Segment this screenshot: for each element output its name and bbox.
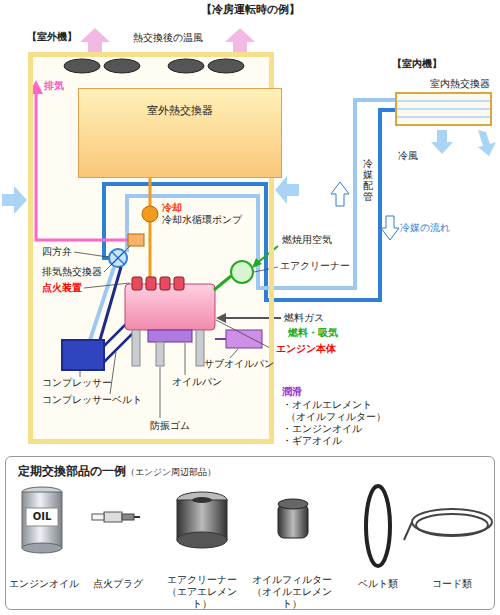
exhaust-heat-exchanger: [128, 234, 144, 246]
fuel-gas-head: [216, 313, 226, 323]
part-label: コンプレッサー: [42, 377, 112, 388]
refrigerant-pipe-light: [272, 100, 395, 288]
engine-body: [125, 284, 215, 330]
air-element-icon: [177, 492, 227, 548]
oil-pan: [148, 330, 192, 342]
part-label: 点火装置: [42, 282, 82, 294]
air-cleaner: [231, 261, 253, 283]
refrigerant-line: [104, 184, 274, 300]
part-label: ・オイルエレメント: [282, 399, 372, 410]
cooling-water-line: [149, 178, 152, 286]
flow-arrow-down: [381, 216, 399, 240]
compressor: [62, 340, 104, 370]
fans: [64, 59, 244, 73]
node-text: 室外熱交換器: [79, 89, 281, 118]
cord-icon: [404, 509, 492, 540]
outdoor-heat-exchanger: 室外熱交換器: [78, 88, 282, 178]
sub-oil-pan: [226, 330, 262, 348]
part-label: （オイルフィルター）: [286, 411, 386, 422]
node-text: 【室外機】: [27, 30, 77, 44]
part-label: ・ギアオイル: [282, 435, 342, 446]
part-label: エアクリーナー （エアエレメント）: [160, 574, 244, 610]
part-label: コンプレッサーベルト: [42, 394, 142, 405]
part-label: 防振ゴム: [150, 420, 190, 431]
part-label: 排気熱交換器: [42, 266, 102, 278]
part-label: コード類: [422, 578, 482, 590]
diagram-title: 【冷房運転時の例】: [201, 3, 300, 16]
oil-element-icon: [278, 499, 308, 538]
part-label: 冷媒配管: [363, 158, 373, 202]
part-label: 冷風: [398, 150, 418, 162]
belt-icon: [366, 486, 390, 566]
part-label: 冷却: [162, 202, 182, 214]
part-label: 冷却水循環ポンプ: [162, 214, 242, 225]
part-label: エンジン本体: [276, 343, 336, 355]
cold-air-arrows: [431, 130, 496, 156]
vibration-rubber: [132, 330, 204, 366]
part-label: オイルパン: [172, 376, 222, 387]
node-text: （エンジン周辺部品）: [126, 467, 216, 477]
part-label: 四方弁: [42, 246, 72, 258]
node-text: 定期交換部品の一例: [18, 464, 126, 478]
part-label: エアクリーナー: [280, 260, 350, 272]
warm-air-arrows: [80, 28, 255, 52]
part-label: エンジンオイル: [4, 578, 84, 590]
ignition-cylinders: [132, 277, 184, 290]
spark-plug-icon: [92, 512, 140, 522]
part-label: 冷媒の流れ: [400, 222, 450, 234]
part-label: 潤滑: [282, 386, 302, 398]
flow-arrow-up: [331, 182, 349, 206]
part-label: 燃焼用空気: [282, 234, 332, 246]
sub-oil-pan-pipe: [215, 338, 226, 340]
can-text: OIL: [27, 511, 57, 523]
part-label: ・エンジンオイル: [282, 423, 362, 434]
node-text: 室内熱交換器: [430, 77, 490, 91]
air-line: [214, 276, 231, 290]
panel-heading: 定期交換部品の一例（エンジン周辺部品）: [18, 463, 216, 480]
leader-lines: [74, 246, 278, 418]
part-label: 排気: [44, 80, 64, 92]
part-label: オイルフィルター （オイルエレメント）: [247, 574, 337, 610]
part-label: 点火プラグ: [83, 578, 153, 590]
cooling-pump: [142, 206, 158, 222]
combustion-air-head: [252, 258, 262, 268]
part-label: ベルト類: [348, 578, 408, 590]
part-label: 燃料ガス: [284, 312, 324, 324]
refrigerant-pipe: [274, 110, 395, 300]
part-label: サブオイルパン: [204, 358, 274, 369]
oil-can-icon: [22, 487, 62, 553]
part-label: 熱交換後の温風: [128, 32, 208, 44]
part-label: 燃料・吸気: [288, 327, 338, 339]
indoor-heat-exchanger: 室内熱交換器: [395, 92, 492, 126]
valve-to-compressor-2: [100, 267, 121, 340]
part-label: 【室内機】: [392, 58, 442, 70]
